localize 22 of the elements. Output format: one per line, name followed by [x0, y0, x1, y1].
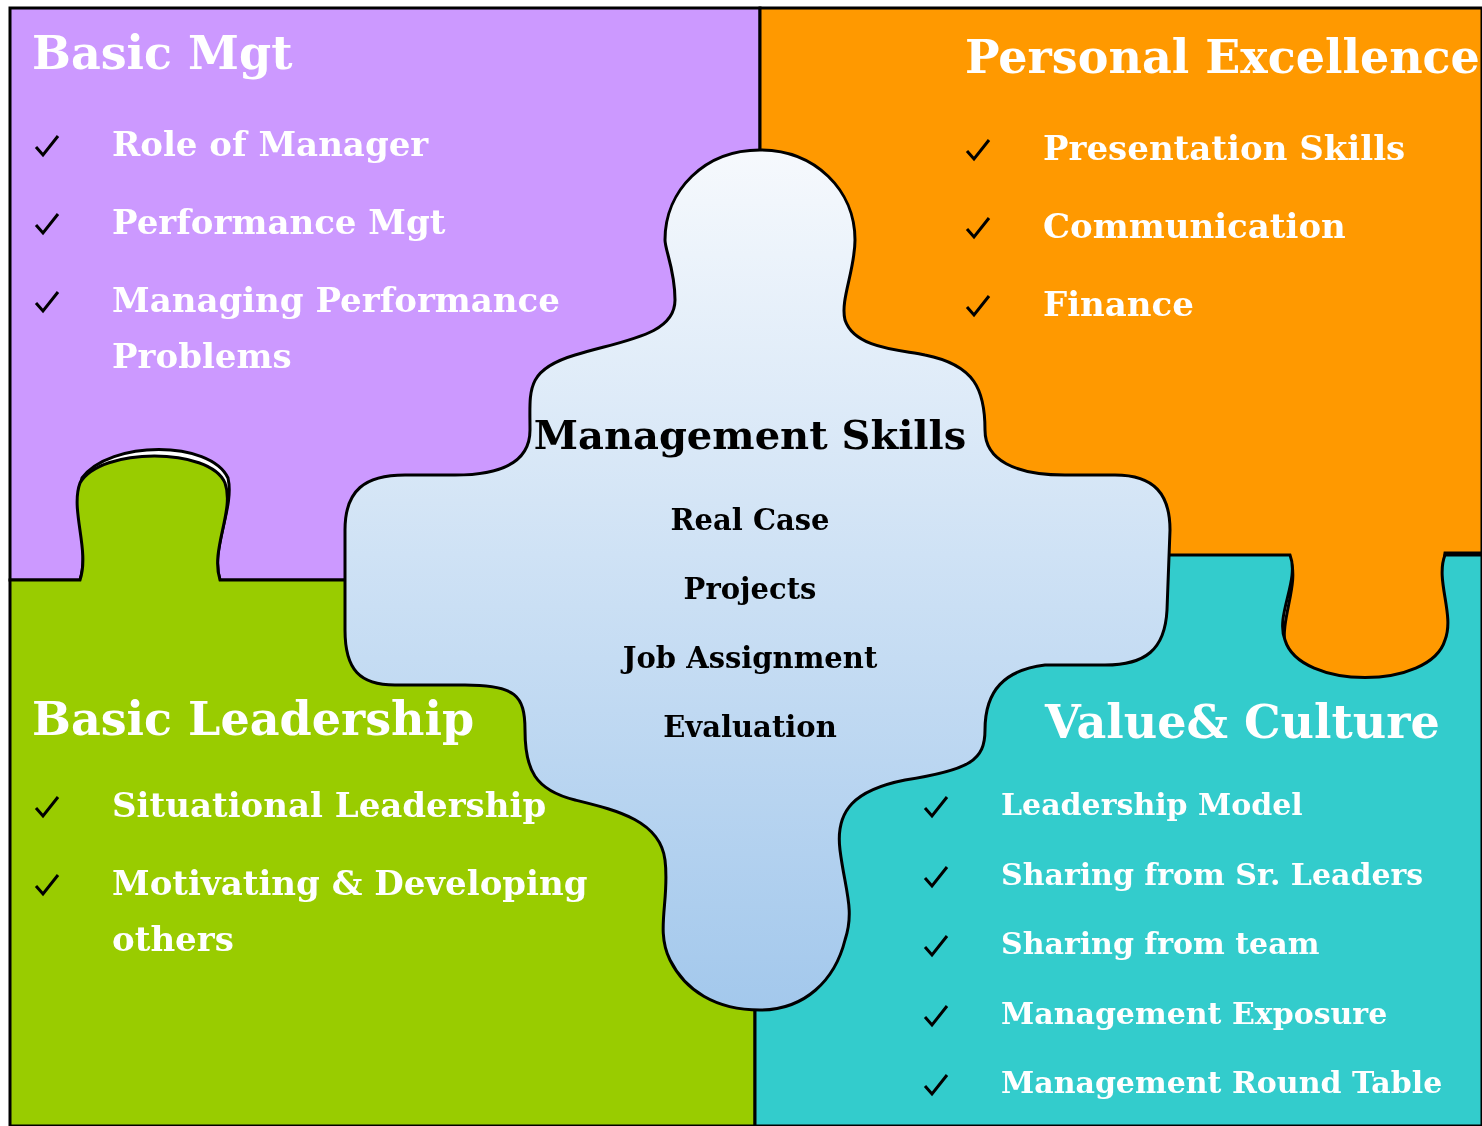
item-text: Projects: [683, 571, 817, 608]
item-text: Managing Performance Problems: [112, 279, 561, 379]
item-text: Job Assignment: [622, 640, 878, 677]
heading: Value& Culture: [1045, 695, 1440, 749]
item-text: Management Round Table: [1001, 1064, 1443, 1102]
heading: Basic Leadership: [32, 692, 475, 746]
item-text: Situational Leadership: [112, 784, 547, 827]
item-text: Performance Mgt: [112, 201, 446, 245]
heading: Personal Excellence: [965, 30, 1480, 84]
heading: Management Skills: [533, 410, 967, 460]
heading: Basic Mgt: [32, 26, 293, 80]
item-text: Evaluation: [663, 709, 837, 746]
item-text: Sharing from team: [1001, 925, 1320, 963]
item-text: Motivating & Developing others: [112, 862, 589, 962]
item-text: Role of Manager: [112, 123, 429, 166]
item-text: Leadership Model: [1001, 786, 1303, 824]
item-text: Sharing from Sr. Leaders: [1001, 855, 1424, 894]
item-text: Management Exposure: [1001, 994, 1388, 1033]
item-text: Presentation Skills: [1043, 127, 1406, 170]
item-text: Finance: [1043, 283, 1194, 327]
item-text: Communication: [1043, 205, 1346, 249]
item-text: Real Case: [670, 502, 830, 539]
